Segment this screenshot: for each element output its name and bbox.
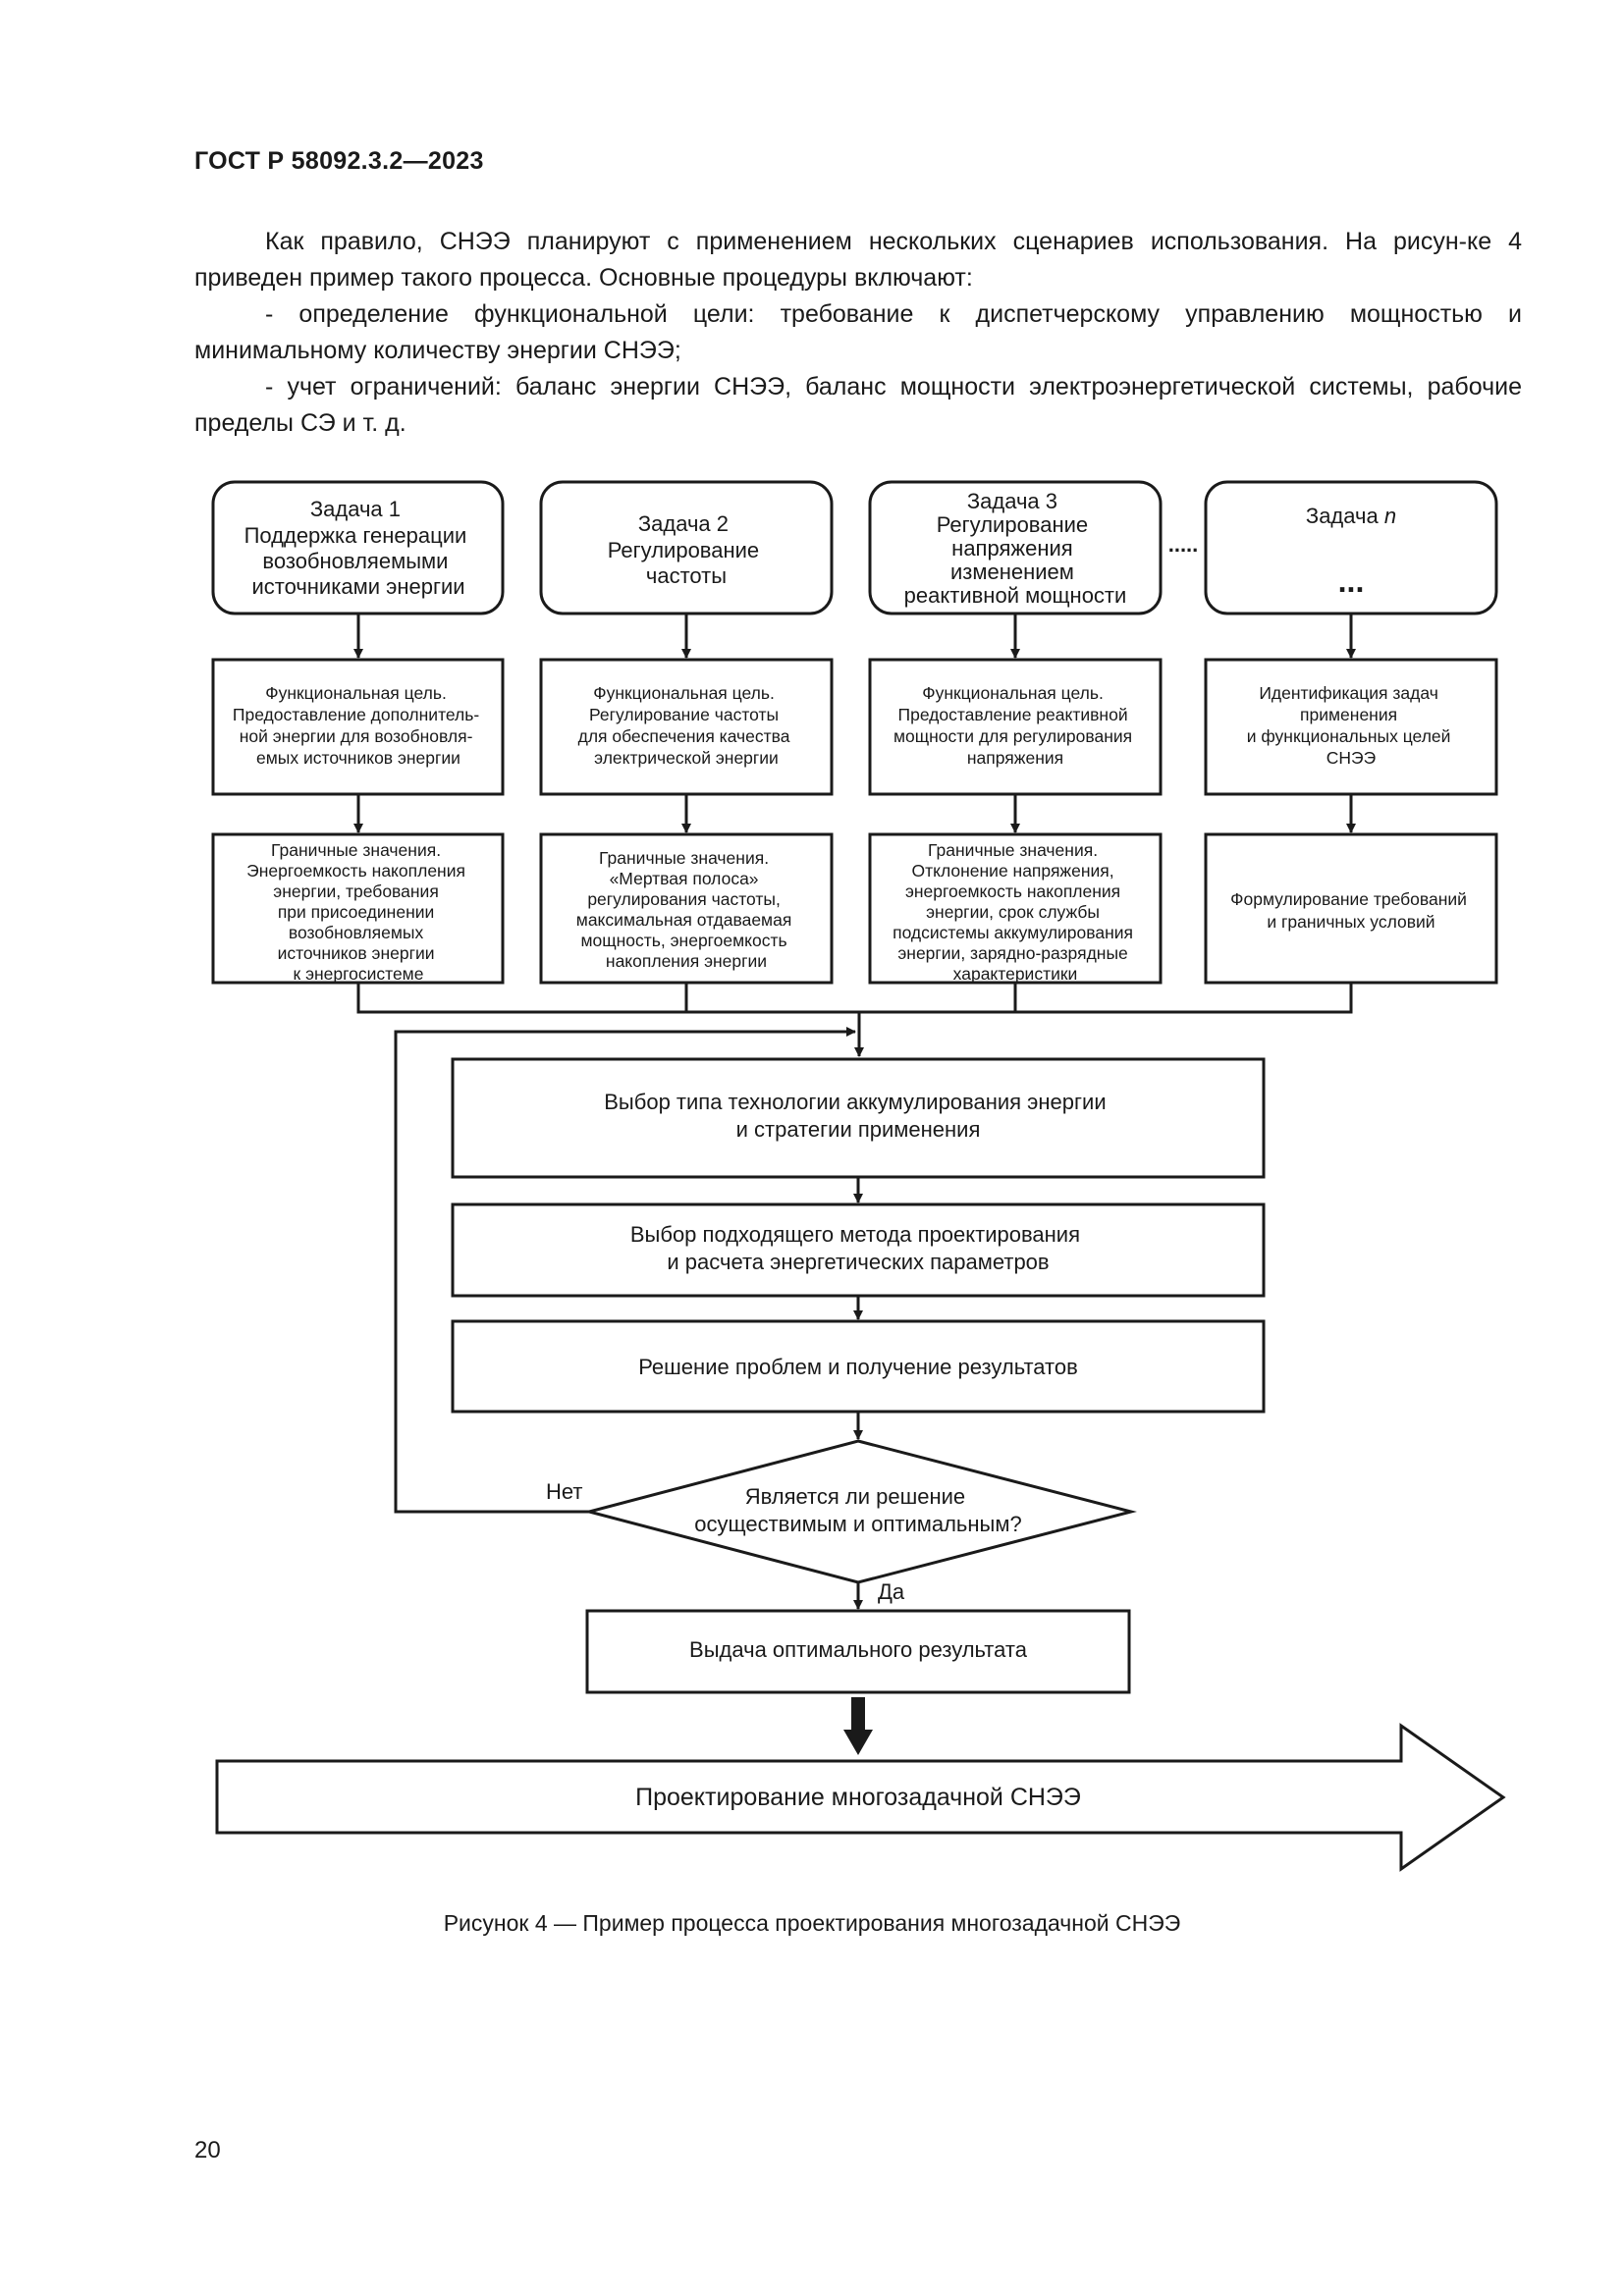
goal-3-box: [868, 658, 1163, 796]
step-solve-text: Решение проблем и получение результатов: [638, 1355, 1078, 1379]
step-select-tech-text: Выбор типа технологии аккумулирования эн…: [604, 1090, 1112, 1142]
goal-2-text: Функциональная цель. Регулирование часто…: [578, 683, 795, 768]
final-block-arrow: [215, 1723, 1506, 1872]
figure-caption: Рисунок 4 — Пример процесса проектирован…: [443, 1910, 1181, 1936]
feedback-loop-no: [394, 1027, 856, 1514]
step-output-box: [585, 1609, 1131, 1694]
limits-2-box: [539, 832, 834, 985]
task-n-title: Задача n: [1306, 504, 1396, 528]
collector-lines: [356, 983, 1353, 1014]
thick-arrow-head: [843, 1730, 873, 1755]
label-no: Нет: [546, 1479, 582, 1504]
page-number: 20: [194, 2137, 221, 2163]
goal-n-box: [1204, 658, 1498, 796]
goal-n-text: Идентификация задач применения и функцио…: [1247, 683, 1456, 768]
goal-1-text: Функциональная цель. Предоставление допо…: [233, 683, 484, 768]
goal-1-box: [211, 658, 505, 796]
task-3-title: Задача 3 Регулирование напряжения измене…: [904, 489, 1127, 608]
task-n-ellipsis: ...: [1338, 563, 1365, 599]
label-yes: Да: [878, 1579, 905, 1604]
goal-3-text: Функциональная цель. Предоставление реак…: [893, 683, 1137, 768]
document-header: ГОСТ Р 58092.3.2—2023: [194, 147, 484, 175]
task-2-title: Задача 2 Регулирование частоты: [608, 511, 766, 588]
body-text: Как правило, СНЭЭ планируют с применение…: [194, 224, 1522, 442]
limits-1-text: Граничные значения. Энергоемкость накопл…: [246, 840, 470, 984]
dots-between-tasks: .....: [1168, 532, 1199, 557]
step-output-text: Выдача оптимального результата: [689, 1637, 1028, 1662]
goal-2-box: [539, 658, 834, 796]
paragraph-intro: Как правило, СНЭЭ планируют с применение…: [194, 228, 1522, 292]
limits-3-text: Граничные значения. Отклонение напряжени…: [893, 840, 1138, 984]
limits-2-text: Граничные значения. «Мертвая полоса» рег…: [576, 848, 796, 971]
step-select-method-text: Выбор подходящего метода проектирования …: [630, 1222, 1086, 1274]
step-select-method-box: [451, 1202, 1266, 1298]
step-solve-box: [451, 1319, 1266, 1414]
limits-1-box: [211, 832, 505, 985]
limits-n-text: Формулирование требований и граничных ус…: [1230, 889, 1472, 932]
paragraph-item-goal: - определение функциональной цели: требо…: [194, 300, 1522, 364]
limits-n-box: [1204, 832, 1498, 985]
task-1-title: Задача 1 Поддержка генерации возобновляе…: [244, 497, 473, 599]
thick-arrow-shaft: [851, 1697, 865, 1731]
final-block-arrow-text: Проектирование многозадачной СНЭЭ: [635, 1784, 1081, 1811]
decision-text: Является ли решение осуществимым и оптим…: [694, 1484, 1021, 1536]
paragraph-item-limits: - учет ограничений: баланс энергии СНЭЭ,…: [194, 373, 1522, 437]
